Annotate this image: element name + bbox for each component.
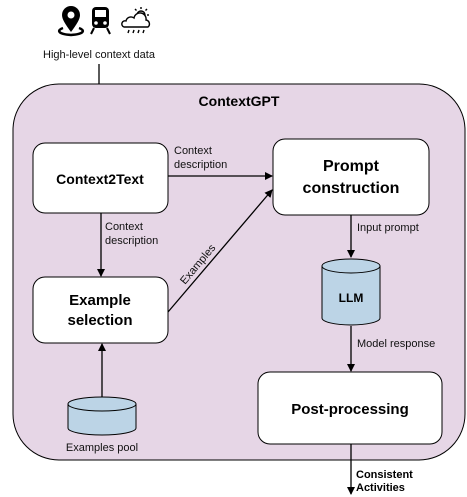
edge-label-context-desc-2: description (174, 159, 227, 171)
edge-label-context-desc-1: Context (174, 145, 212, 157)
edge-label-context-desc-down-2: description (105, 235, 158, 247)
examples-pool-cylinder[interactable] (67, 396, 137, 436)
example-selection-box[interactable] (32, 276, 169, 344)
context-data-label: High-level context data (43, 49, 156, 61)
examples-pool-label: Examples pool (66, 442, 138, 454)
post-processing-box[interactable] (257, 371, 443, 445)
edge-label-input-prompt: Input prompt (357, 222, 419, 234)
prompt-construction-label-1: Prompt (323, 158, 380, 175)
weather-icon (121, 7, 151, 34)
post-processing-label: Post-processing (291, 401, 409, 418)
output-label-1: Consistent (356, 469, 413, 481)
edge-label-model-response: Model response (357, 338, 435, 350)
arrow-example-to-prompt (167, 189, 273, 313)
container-title: ContextGPT (199, 93, 280, 109)
edge-label-context-desc-down-1: Context (105, 221, 143, 233)
train-icon (90, 7, 111, 35)
example-selection-label-2: selection (67, 312, 132, 329)
context2text-label: Context2Text (56, 171, 144, 187)
prompt-construction-box[interactable] (272, 138, 430, 216)
prompt-construction-label-2: construction (303, 180, 400, 197)
llm-label: LLM (339, 291, 364, 305)
llm-cylinder[interactable] (321, 258, 381, 326)
output-label-2: Activities (356, 482, 405, 494)
example-selection-label-1: Example (69, 292, 131, 309)
location-pin-icon (57, 6, 85, 37)
